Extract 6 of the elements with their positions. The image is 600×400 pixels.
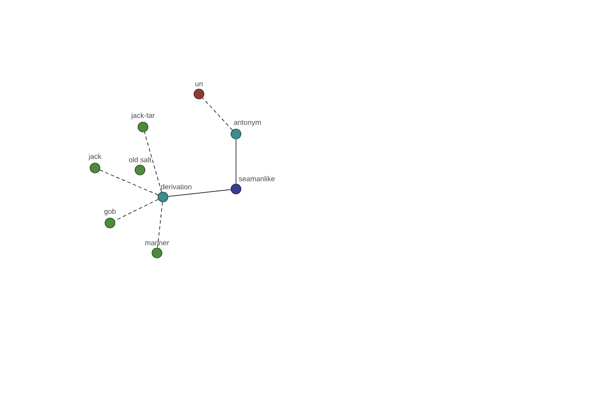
connector-line	[114, 199, 159, 221]
connector-line	[157, 202, 163, 248]
connector-line	[100, 170, 158, 196]
connector-line	[168, 189, 232, 197]
connector-line	[202, 98, 233, 130]
connector-line	[144, 132, 162, 192]
